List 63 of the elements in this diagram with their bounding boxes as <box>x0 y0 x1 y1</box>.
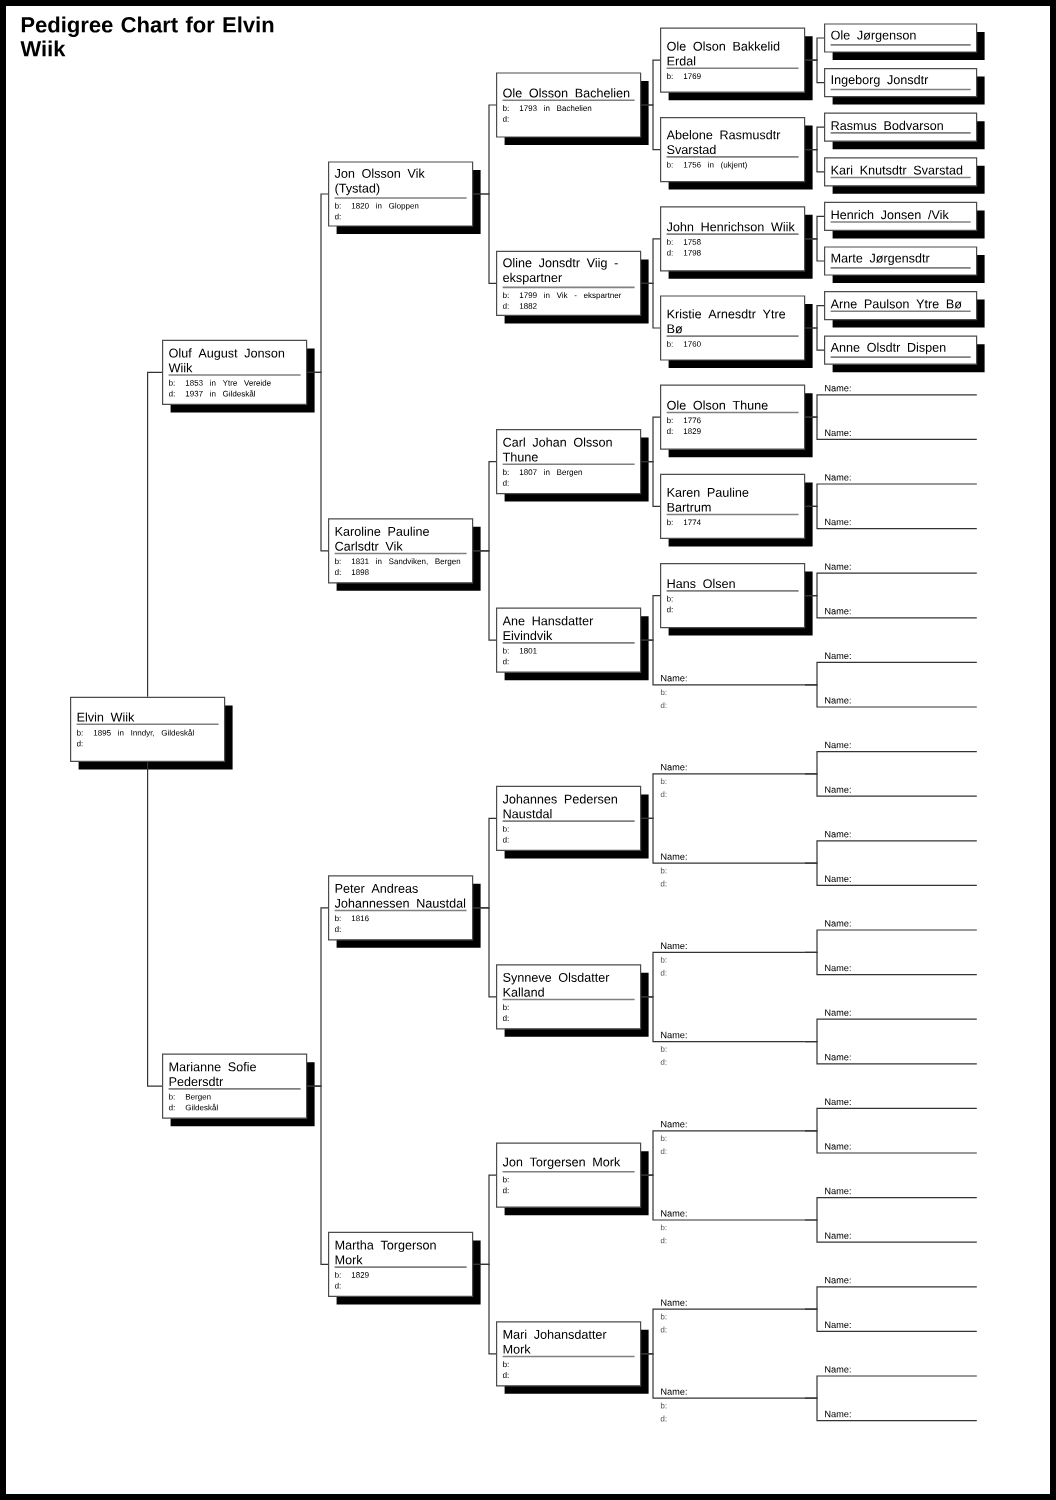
person-box <box>824 335 985 373</box>
connector-line <box>147 371 163 698</box>
person-box <box>162 339 315 413</box>
person-box <box>660 473 813 547</box>
connector-line <box>804 416 825 440</box>
connector-line <box>472 193 497 284</box>
connector-line <box>804 1308 825 1332</box>
person-box <box>660 206 813 279</box>
connector-line <box>640 817 661 864</box>
person-box <box>660 384 813 458</box>
connector-line <box>640 1353 661 1399</box>
person-box <box>496 72 649 145</box>
person-box <box>824 246 985 283</box>
person-box <box>496 607 649 681</box>
person-box <box>496 964 649 1037</box>
connector-line <box>804 1219 825 1243</box>
connector-line <box>472 550 497 641</box>
connector-line <box>804 1397 825 1422</box>
connector-line <box>640 639 661 686</box>
connector-line <box>640 996 661 1043</box>
person-box <box>496 1321 649 1394</box>
connector-line <box>804 59 825 84</box>
connector-line <box>804 773 825 797</box>
person-box <box>824 291 985 328</box>
connector-line <box>804 238 825 262</box>
person-box <box>660 27 813 101</box>
connector-line <box>804 149 825 173</box>
connector-line <box>804 951 825 976</box>
person-box <box>496 785 649 859</box>
connector-line <box>472 1263 497 1355</box>
connector-line <box>640 1174 661 1221</box>
person-box <box>162 1053 315 1127</box>
connector-line <box>804 1130 825 1154</box>
connector-line <box>306 1085 329 1265</box>
connector-line <box>804 505 825 530</box>
person-box <box>70 696 233 770</box>
person-box <box>660 295 813 368</box>
person-box <box>496 1142 649 1216</box>
person-box <box>660 563 813 636</box>
connector-line <box>640 104 661 151</box>
person-box <box>660 117 813 190</box>
person-box <box>824 157 985 194</box>
connector-line <box>306 371 329 552</box>
person-box <box>824 23 985 60</box>
connector-line <box>804 595 825 619</box>
person-box <box>328 1231 481 1305</box>
connector-line <box>804 327 825 351</box>
connector-line <box>472 907 497 998</box>
person-box <box>824 68 985 105</box>
connector-line <box>640 461 661 507</box>
person-box <box>824 112 985 150</box>
connector-line <box>804 862 825 886</box>
connector-line <box>640 282 661 329</box>
connector-line <box>804 684 825 708</box>
person-box <box>328 518 481 591</box>
person-box <box>824 201 985 239</box>
connector-line <box>804 1041 825 1065</box>
person-box <box>328 161 481 234</box>
person-box <box>328 875 481 948</box>
person-box <box>496 250 649 324</box>
connector-line <box>147 761 163 1087</box>
person-box <box>496 429 649 502</box>
chart-title: Pedigree Chart for Elvin Wiik <box>20 16 274 57</box>
